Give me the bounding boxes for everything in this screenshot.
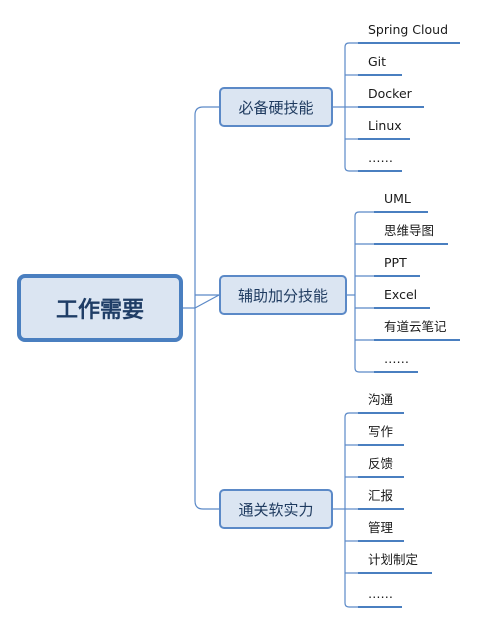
leaf-planning[interactable]: 计划制定 bbox=[358, 552, 432, 574]
root-label: 工作需要 bbox=[55, 298, 144, 323]
leaf-youdao-note[interactable]: 有道云笔记 bbox=[374, 319, 460, 341]
connector-branch-2-leaf-5 bbox=[354, 367, 374, 373]
branch-label: 通关软实力 bbox=[238, 500, 314, 519]
branch-label: 必备硬技能 bbox=[238, 98, 314, 117]
leaf-reporting[interactable]: 汇报 bbox=[358, 488, 404, 510]
branch-soft-skills[interactable]: 通关软实力 bbox=[219, 489, 333, 529]
connector-branch-1-leaf-0 bbox=[344, 42, 358, 48]
root-node[interactable]: 工作需要 bbox=[17, 274, 183, 342]
leaf-management[interactable]: 管理 bbox=[358, 520, 404, 542]
connector-root-branch-2 bbox=[194, 294, 220, 309]
leaf-more[interactable]: …… bbox=[358, 150, 402, 172]
connector-branch-2-leaf-0 bbox=[354, 211, 374, 217]
leaf-mind-map[interactable]: 思维导图 bbox=[374, 223, 448, 245]
leaf-more[interactable]: …… bbox=[374, 351, 418, 373]
leaf-git[interactable]: Git bbox=[358, 54, 402, 76]
branch-label: 辅助加分技能 bbox=[237, 286, 328, 305]
leaf-ppt[interactable]: PPT bbox=[374, 255, 420, 277]
leaf-communication[interactable]: 沟通 bbox=[358, 392, 404, 414]
leaf-uml[interactable]: UML bbox=[374, 191, 428, 213]
connector-branch-1-leaf-4 bbox=[344, 166, 358, 172]
connector-root-branch-3 bbox=[194, 308, 219, 510]
connector-branch-3-leaf-0 bbox=[344, 412, 358, 418]
leaf-linux[interactable]: Linux bbox=[358, 118, 410, 140]
leaf-docker[interactable]: Docker bbox=[358, 86, 424, 108]
branch-required-hard-skills[interactable]: 必备硬技能 bbox=[219, 87, 333, 127]
connector-branch-3-leaf-6 bbox=[344, 602, 358, 608]
leaf-writing[interactable]: 写作 bbox=[358, 424, 404, 446]
leaf-excel[interactable]: Excel bbox=[374, 287, 430, 309]
branch-bonus-skills[interactable]: 辅助加分技能 bbox=[219, 275, 347, 315]
leaf-more[interactable]: …… bbox=[358, 586, 402, 608]
leaf-spring-cloud[interactable]: Spring Cloud bbox=[358, 22, 460, 44]
leaf-feedback[interactable]: 反馈 bbox=[358, 456, 404, 478]
connector-root-branch-1 bbox=[194, 106, 219, 308]
